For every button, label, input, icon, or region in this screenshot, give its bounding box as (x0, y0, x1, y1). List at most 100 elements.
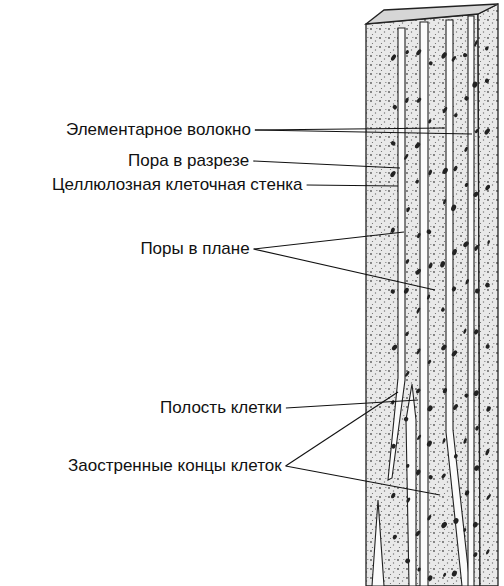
pore (473, 390, 480, 397)
part-label: Пора в разрезе (128, 151, 249, 171)
pore (442, 106, 448, 113)
leader-line (254, 249, 435, 290)
pore (473, 40, 478, 47)
pores (389, 40, 491, 582)
leader-line (255, 128, 445, 130)
pore (390, 443, 396, 450)
part-label: Заостренные концы клеток (68, 456, 282, 476)
pore (415, 469, 421, 476)
pore (440, 521, 448, 529)
leader-line (286, 400, 418, 408)
leader-line (286, 466, 440, 495)
pore (450, 204, 457, 212)
pore (390, 289, 396, 295)
pore (486, 406, 492, 413)
pore (415, 268, 422, 276)
pore (472, 552, 478, 558)
pore (427, 575, 433, 582)
pore (390, 54, 397, 62)
pore (404, 97, 409, 103)
pore (451, 55, 457, 62)
pore (414, 141, 421, 149)
pore (472, 521, 479, 528)
pore (485, 448, 490, 456)
pore (428, 169, 433, 176)
pore (486, 493, 492, 500)
pore (484, 184, 490, 191)
pore (416, 232, 421, 238)
pore (442, 438, 446, 443)
pore (405, 497, 411, 504)
pore (415, 179, 420, 184)
pore (440, 51, 447, 59)
pore (475, 425, 480, 431)
pore (404, 331, 409, 337)
pore (439, 260, 445, 268)
part-label: Поры в плане (140, 239, 249, 259)
pore (392, 534, 398, 540)
pore (389, 170, 396, 178)
pore (406, 207, 411, 213)
part-label: Целлюлозная клеточная стенка (52, 175, 303, 195)
pore (405, 50, 410, 55)
pore (485, 549, 490, 555)
pore (426, 440, 433, 448)
pore (472, 191, 479, 198)
pore (463, 95, 469, 101)
pore (442, 387, 448, 394)
pore (403, 416, 409, 422)
pore (415, 530, 421, 537)
pore (417, 434, 422, 440)
pore (472, 81, 479, 88)
pore (474, 244, 479, 251)
pore (404, 371, 410, 378)
pore (442, 572, 446, 577)
pore (464, 182, 469, 187)
pore (391, 344, 398, 352)
pore (426, 229, 432, 235)
pore (462, 52, 467, 57)
pore (453, 113, 458, 118)
pore (453, 453, 458, 459)
pore (405, 463, 410, 468)
fiber-side-face (478, 4, 498, 586)
pore (465, 279, 470, 285)
pore (473, 329, 479, 336)
pore (427, 359, 432, 364)
leader-line (307, 185, 398, 186)
pore (484, 78, 490, 84)
pore (474, 288, 480, 294)
pore (487, 240, 491, 245)
pore (463, 528, 467, 533)
pore (428, 61, 433, 66)
pore (426, 294, 430, 300)
pore (440, 307, 445, 312)
pore (416, 348, 421, 355)
pore (415, 49, 422, 57)
pore (390, 140, 396, 146)
pore (473, 464, 480, 471)
pore (463, 328, 468, 334)
pore (451, 349, 459, 357)
fiber-front-face (366, 14, 480, 586)
pore (451, 570, 458, 577)
part-label: Полость клетки (160, 398, 282, 418)
pore (392, 104, 398, 110)
pore (428, 119, 432, 124)
pore (464, 146, 469, 152)
pore (415, 388, 421, 395)
pore (483, 128, 490, 136)
pore (441, 473, 447, 479)
pore (390, 492, 396, 499)
pore (485, 344, 491, 350)
pore (484, 282, 491, 289)
pore (428, 262, 433, 269)
pore (403, 153, 409, 160)
pore (484, 46, 489, 51)
pore (416, 307, 421, 314)
pore (451, 248, 457, 256)
pore (428, 475, 433, 480)
pore (463, 438, 468, 445)
